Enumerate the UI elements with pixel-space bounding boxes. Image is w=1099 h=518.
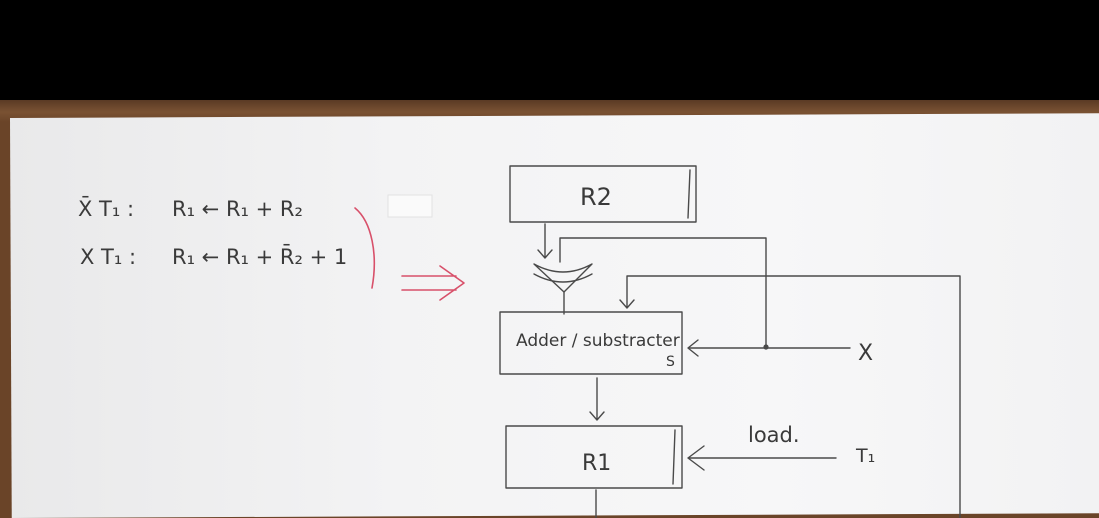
adder-label: Adder / substracter: [516, 331, 680, 351]
equation-2-condition: X T₁ :: [80, 245, 136, 269]
equation-1-condition: X̄ T₁ :: [78, 196, 134, 221]
red-bracket: [354, 207, 375, 289]
equation-1-transfer: R₁ ← R₁ + R₂: [172, 197, 303, 221]
r2-label: R2: [580, 183, 612, 211]
xor-gate-icon: [533, 263, 593, 293]
r2-register-box: [509, 165, 697, 223]
load-label: load.: [748, 423, 800, 447]
r1-feedback-wire: [619, 275, 961, 518]
r1-label: R1: [582, 451, 611, 476]
adder-sub-label: S: [666, 354, 675, 370]
x-signal-label: X: [858, 341, 873, 366]
red-implies-arrow: [401, 265, 465, 301]
r2-register-edge: [687, 169, 691, 219]
top-black-band: [0, 0, 1099, 100]
t1-signal-label: T₁: [855, 445, 875, 467]
adder-subtracter-box: [499, 311, 683, 375]
load-arrow: [687, 445, 837, 471]
x-control-arrow: [687, 339, 851, 357]
equation-2-transfer: R₁ ← R₁ + R̄₂ + 1: [172, 244, 347, 269]
x-to-xor-wire: [559, 237, 767, 347]
paper-sticker: [387, 194, 433, 218]
r1-register-box: [505, 425, 683, 489]
r1-register-edge: [672, 429, 676, 485]
xor-gate-curve: [533, 273, 593, 283]
x-junction-dot: [763, 344, 769, 350]
adder-output-arrow: [589, 377, 605, 421]
r2-output-arrow: [537, 223, 553, 259]
